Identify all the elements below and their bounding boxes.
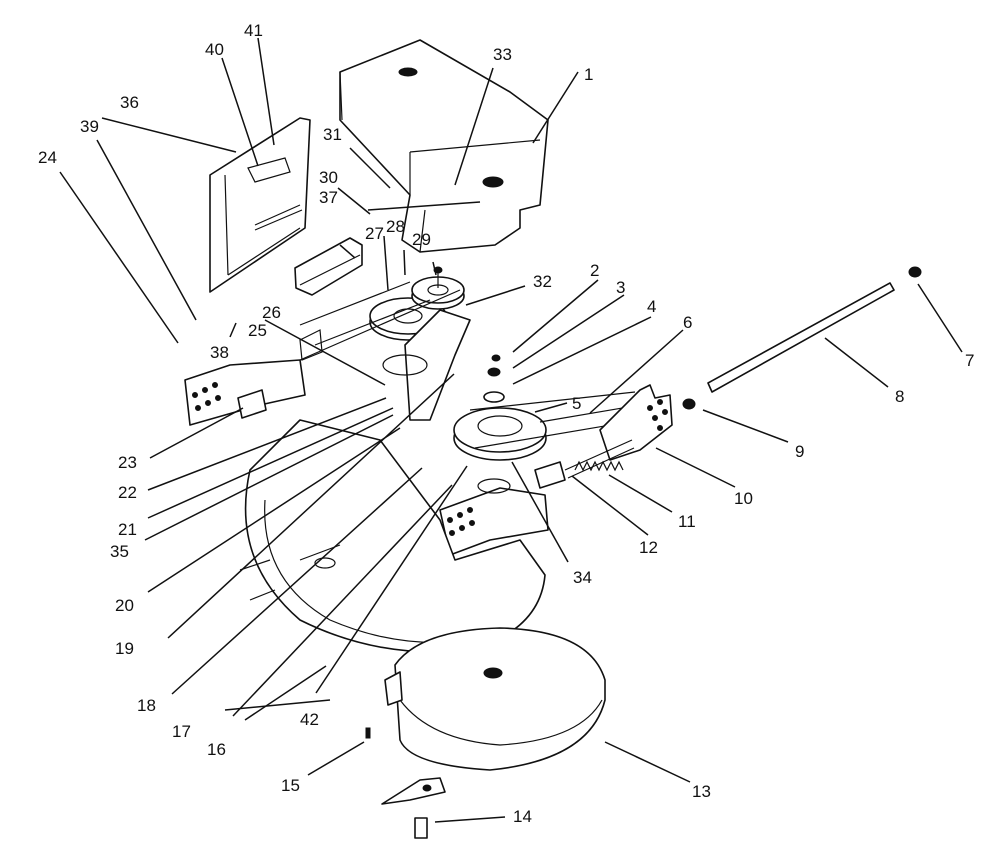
callout-36: 36 — [120, 93, 139, 112]
callout-39: 39 — [80, 117, 99, 136]
callout-3: 3 — [616, 278, 625, 297]
front-bracket — [439, 478, 549, 556]
callout-1: 1 — [584, 65, 593, 84]
callout-15: 15 — [281, 776, 300, 795]
callout-17: 17 — [172, 722, 191, 741]
callout-30: 30 — [319, 168, 338, 187]
callout-41: 41 — [244, 21, 263, 40]
callout-5: 5 — [572, 394, 581, 413]
callout-14: 14 — [513, 807, 532, 826]
callout-37: 37 — [319, 188, 338, 207]
callout-31: 31 — [323, 125, 342, 144]
callout-29: 29 — [412, 230, 431, 249]
callout-4: 4 — [647, 297, 656, 316]
callout-22: 22 — [118, 483, 137, 502]
top-cover — [339, 39, 549, 253]
callout-10: 10 — [734, 489, 753, 508]
callout-32: 32 — [533, 272, 552, 291]
callout-19: 19 — [115, 639, 134, 658]
callout-40: 40 — [205, 40, 224, 59]
callout-34: 34 — [573, 568, 592, 587]
callout-18: 18 — [137, 696, 156, 715]
callout-16: 16 — [207, 740, 226, 759]
blade-and-bolt — [365, 727, 446, 839]
callout-27: 27 — [365, 224, 384, 243]
callout-labels: 1 2 3 4 5 6 7 8 9 10 11 12 13 14 15 16 1… — [38, 21, 974, 826]
callout-33: 33 — [493, 45, 512, 64]
adjustment-rod — [682, 266, 922, 410]
callout-26: 26 — [262, 303, 281, 322]
callout-24: 24 — [38, 148, 57, 167]
callout-9: 9 — [795, 442, 804, 461]
callout-25: 25 — [248, 321, 267, 340]
callout-23: 23 — [118, 453, 137, 472]
left-bracket — [184, 329, 323, 426]
callout-20: 20 — [115, 596, 134, 615]
right-bracket — [534, 384, 673, 489]
spindle-pulley — [453, 354, 641, 461]
callout-35: 35 — [110, 542, 129, 561]
callout-38: 38 — [210, 343, 229, 362]
deck-frame — [299, 281, 471, 421]
callout-28: 28 — [386, 217, 405, 236]
blade-cover — [384, 627, 606, 771]
callout-6: 6 — [683, 313, 692, 332]
callout-7: 7 — [965, 351, 974, 370]
callout-8: 8 — [895, 387, 904, 406]
callout-2: 2 — [590, 261, 599, 280]
callout-42: 42 — [300, 710, 319, 729]
callout-13: 13 — [692, 782, 711, 801]
callout-12: 12 — [639, 538, 658, 557]
belt-shield — [209, 117, 363, 296]
leader-lines — [59, 37, 963, 823]
callout-21: 21 — [118, 520, 137, 539]
callout-11: 11 — [678, 512, 696, 531]
